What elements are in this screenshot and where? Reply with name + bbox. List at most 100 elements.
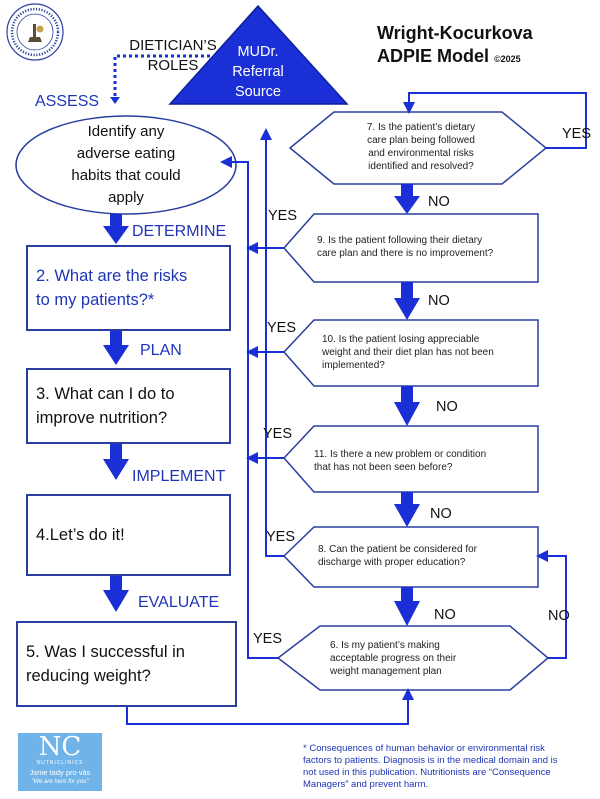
q6-line-1: 6. Is my patient’s making xyxy=(330,640,440,651)
footnote: * Consequences of human behavior or envi… xyxy=(303,743,595,791)
q10-no-label: NO xyxy=(436,399,458,415)
q9-text: 9. Is the patient following their dietar… xyxy=(317,234,537,260)
evaluate-line-2: reducing weight? xyxy=(26,667,151,685)
q7-line-4: identified and resolved? xyxy=(368,161,474,172)
q10-text: 10. Is the patient losing appreciable we… xyxy=(322,333,534,372)
q11-line-1: 11. Is there a new problem or condition xyxy=(314,449,487,460)
stage-assess: ASSESS xyxy=(35,93,100,110)
q10-line-2: weight and their diet plan has not been xyxy=(322,347,494,358)
no-arrow-8-6 xyxy=(394,587,420,626)
seal-logo xyxy=(6,3,64,61)
implement-line-1: 4.Let’s do it! xyxy=(36,526,125,544)
assess-line-1: Identify any xyxy=(87,123,165,140)
q6-no-loop xyxy=(536,550,567,659)
roles-line-1: DIETICIAN’S xyxy=(129,37,217,54)
nutriclinics-logo-text: NC NUTRICLINICS Jsme tady pro vás "We ar… xyxy=(18,732,102,786)
stage-evaluate: EVALUATE xyxy=(138,594,220,611)
logo-brand: NC xyxy=(38,732,82,762)
title-line-2-text: ADPIE Model xyxy=(377,46,490,66)
logo-subtitle: NUTRICLINICS xyxy=(36,760,84,766)
logo-slogan-2: "We are here for you" xyxy=(31,779,89,785)
stage-implement: IMPLEMENT xyxy=(132,468,226,485)
q7-line-2: care plan being followed xyxy=(367,135,475,146)
q7-text: 7. Is the patient’s dietary care plan be… xyxy=(346,121,496,173)
referral-line-2: Referral xyxy=(232,64,284,80)
q10-hexagon xyxy=(282,319,539,387)
yes-line-6 xyxy=(220,156,278,659)
q8-no-label: NO xyxy=(434,607,456,623)
q9-line-2: care plan and there is no improvement? xyxy=(317,248,494,259)
determine-box: 2. What are the risks to my patients?* xyxy=(26,245,231,331)
assess-line-2: adverse eating xyxy=(76,145,176,162)
q7-yes-label: YES xyxy=(562,126,592,142)
q6-text: 6. Is my patient’s making acceptable pro… xyxy=(330,639,505,678)
no-arrow-11-8 xyxy=(394,492,420,527)
q8-yes-label: YES xyxy=(266,529,296,545)
down-arrow-2 xyxy=(103,330,129,365)
q7-line-3: and environmental risks xyxy=(368,148,474,159)
implement-text: 4.Let’s do it! xyxy=(28,523,125,547)
footnote-line-4: Managers” and prevent harm. xyxy=(303,779,429,790)
q9-yes-label: YES xyxy=(268,208,298,224)
yes-line-8 xyxy=(260,128,284,557)
q6-yes-label: YES xyxy=(253,631,283,647)
evaluate-text: 5. Was I successful in reducing weight? xyxy=(18,640,185,688)
q11-text: 11. Is there a new problem or condition … xyxy=(314,448,536,474)
assess-ellipse xyxy=(15,115,237,215)
assess-line-3: habits that could xyxy=(71,167,181,184)
footnote-line-2: factors to patients. Diagnosis is in the… xyxy=(303,755,558,766)
q11-hexagon xyxy=(282,425,539,493)
evaluate-line-1: 5. Was I successful in xyxy=(26,643,185,661)
q7-line-1: 7. Is the patient’s dietary xyxy=(366,122,476,133)
plan-box: 3. What can I do to improve nutrition? xyxy=(26,368,231,444)
title-line-1: Wright-Kocurkova xyxy=(377,23,533,43)
copyright-mark: ©2025 xyxy=(494,54,521,64)
footnote-line-3: not used in this publication. Nutritioni… xyxy=(303,767,551,778)
determine-line-2: to my patients?* xyxy=(36,291,155,309)
q9-no-label: NO xyxy=(428,293,450,309)
referral-source: MUDr. Referral Source xyxy=(208,42,308,102)
plan-line-2: improve nutrition? xyxy=(36,409,168,427)
determine-line-1: 2. What are the risks xyxy=(36,267,188,285)
referral-line-1: MUDr. xyxy=(237,44,279,60)
logo-slogan-1: Jsme tady pro vás xyxy=(29,768,91,777)
determine-text: 2. What are the risks to my patients?* xyxy=(28,264,187,312)
nutriclinics-logo xyxy=(18,733,102,791)
q10-line-1: 10. Is the patient losing appreciable xyxy=(322,334,480,345)
q6-line-3: weight management plan xyxy=(330,666,442,677)
stage-plan: PLAN xyxy=(140,342,182,359)
q8-text: 8. Can the patient be considered for dis… xyxy=(318,543,534,569)
q8-line-1: 8. Can the patient be considered for xyxy=(318,544,477,555)
assess-text: Identify any adverse eating habits that … xyxy=(40,121,212,209)
roles-label: DIETICIAN’S ROLES xyxy=(128,36,218,76)
no-arrow-9-10 xyxy=(394,282,420,320)
down-arrow-3 xyxy=(103,444,129,480)
q6-line-2: acceptable progress on their xyxy=(330,653,457,664)
title-line-2: ADPIE Model ©2025 xyxy=(377,45,533,71)
q9-hexagon xyxy=(282,213,539,283)
evaluate-box: 5. Was I successful in reducing weight? xyxy=(16,621,237,707)
q11-line-2: that has not been seen before? xyxy=(314,462,453,473)
q10-yes-label: YES xyxy=(267,320,297,336)
footnote-line-1: * Consequences of human behavior or envi… xyxy=(303,743,545,754)
q8-line-2: discharge with proper education? xyxy=(318,557,466,568)
dotted-roles-connector xyxy=(113,54,222,104)
q9-line-1: 9. Is the patient following their dietar… xyxy=(317,235,483,246)
q11-no-label: NO xyxy=(430,506,452,522)
assess-line-4: apply xyxy=(108,189,144,206)
q11-yes-label: YES xyxy=(263,426,293,442)
q7-yes-loop xyxy=(403,92,587,149)
q7-no-label: NO xyxy=(428,194,450,210)
referral-line-3: Source xyxy=(235,84,281,100)
roles-line-2: ROLES xyxy=(147,57,199,74)
down-arrow-4 xyxy=(103,574,129,612)
down-arrow-1 xyxy=(103,214,129,244)
plan-line-1: 3. What can I do to xyxy=(36,385,175,403)
no-arrow-7-9 xyxy=(394,184,420,214)
q10-line-3: implemented? xyxy=(322,360,385,371)
implement-box: 4.Let’s do it! xyxy=(26,494,231,576)
q6-no-label: NO xyxy=(548,608,570,624)
no-arrow-10-11 xyxy=(394,386,420,426)
evaluate-to-q6 xyxy=(126,688,414,725)
